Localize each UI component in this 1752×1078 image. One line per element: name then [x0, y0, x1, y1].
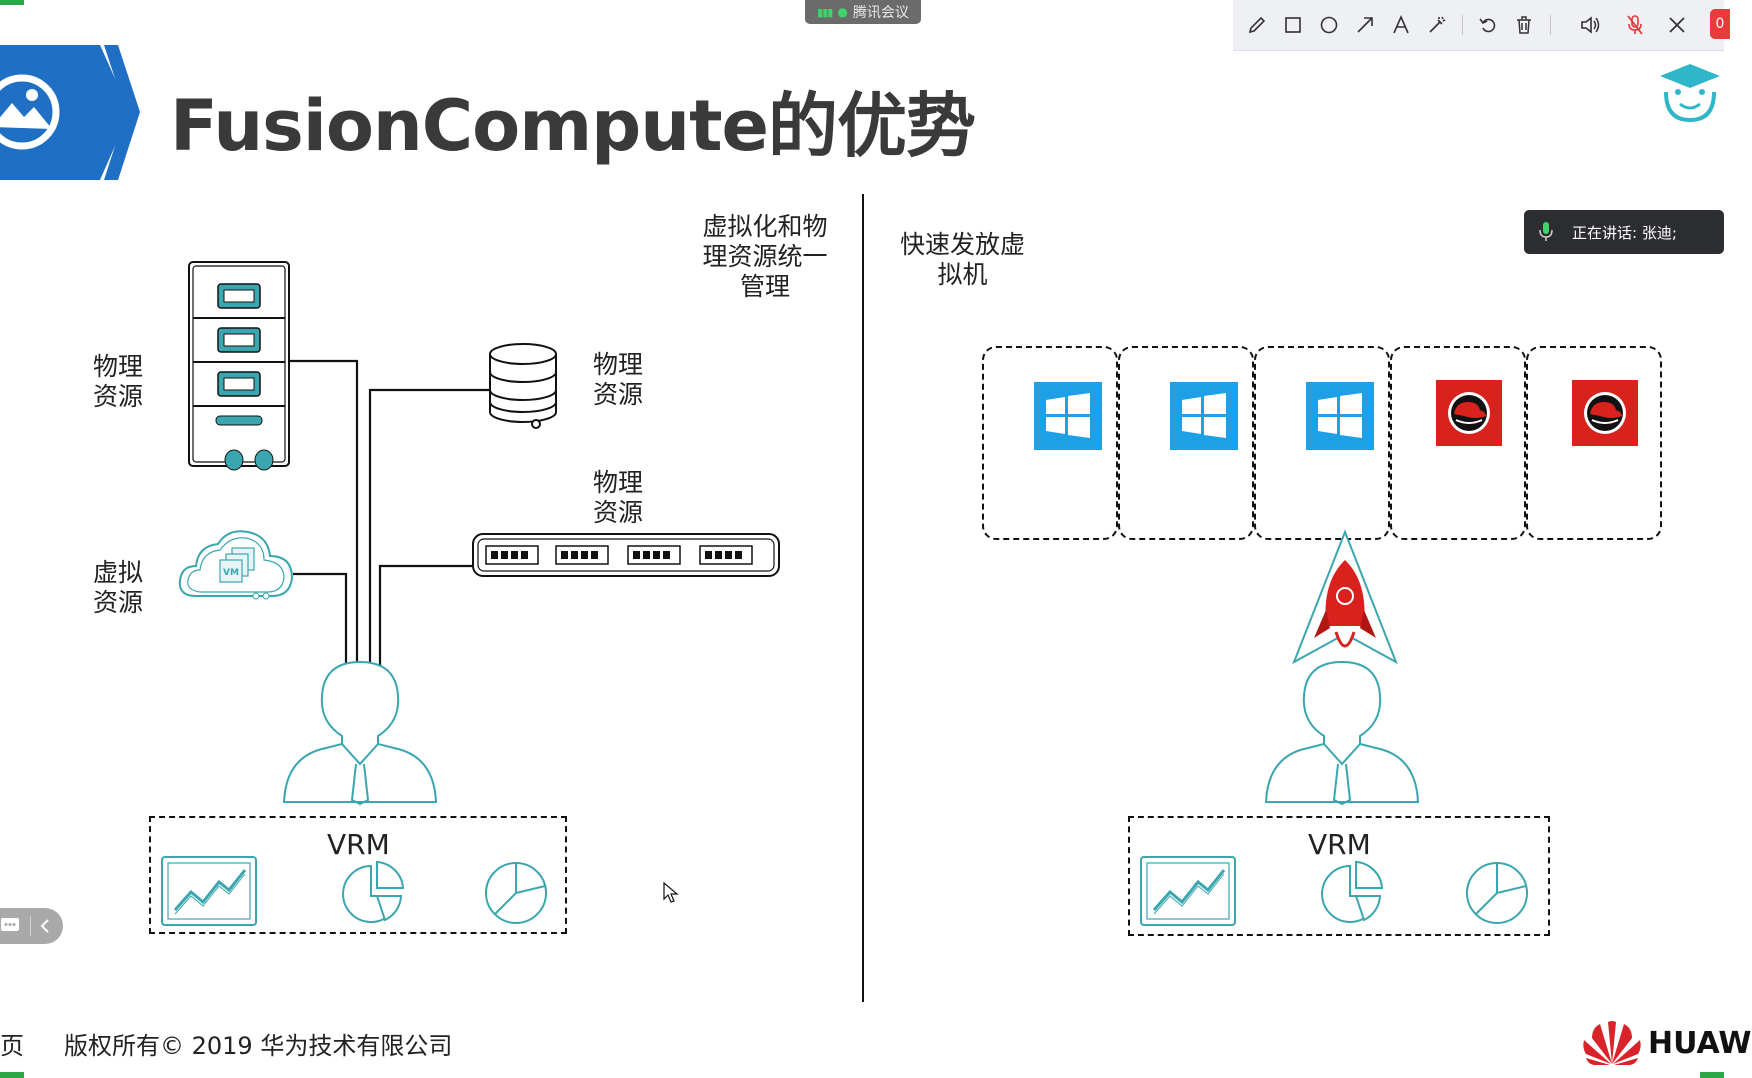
vrm-panel-left: VRM — [149, 816, 567, 934]
virtual-label: 虚拟 资源 — [88, 558, 148, 618]
bottom-accent — [0, 1072, 24, 1078]
right-heading: 快速发放虚 拟机 — [880, 230, 1045, 290]
chat-toggle-tab[interactable] — [0, 908, 63, 944]
chevron-left-icon — [40, 919, 49, 933]
rectangle-icon[interactable] — [1278, 10, 1308, 40]
right-heading-line-2: 拟机 — [937, 260, 988, 289]
annotation-toolbar: 0 — [1233, 0, 1730, 51]
text-icon[interactable] — [1386, 10, 1416, 40]
mascot-icon — [1656, 62, 1724, 124]
server-label-line-2: 资源 — [92, 382, 143, 411]
slide-title: FusionCompute的优势 — [170, 85, 976, 167]
line-chart-icon — [1140, 856, 1236, 926]
close-icon[interactable] — [1662, 10, 1692, 40]
arrow-icon[interactable] — [1350, 10, 1380, 40]
virtual-label-line-1: 虚拟 — [92, 558, 143, 587]
left-heading-line-3: 管理 — [739, 272, 790, 301]
huawei-logo: HUAW — [1582, 1018, 1752, 1068]
vm-box-redhat-2 — [1526, 346, 1662, 540]
vm-box-windows-2 — [1118, 346, 1254, 540]
pie-chart-icon — [342, 860, 405, 923]
record-badge-count: 0 — [1715, 16, 1725, 32]
rocket-icon — [1292, 529, 1398, 666]
windows-logo-icon — [1306, 382, 1374, 450]
vm-row — [982, 346, 1662, 540]
virtual-cloud-icon: VM — [176, 526, 296, 604]
right-heading-line-1: 快速发放虚 — [899, 230, 1025, 259]
title-banner-icon — [0, 45, 140, 180]
tab-separator — [30, 916, 31, 936]
meeting-badge-label: 腾讯会议 — [852, 5, 909, 21]
speaker-icon[interactable] — [1576, 10, 1606, 40]
mic-muted-icon[interactable] — [1620, 10, 1650, 40]
huawei-petal-icon — [1583, 1021, 1641, 1065]
bottom-accent-right — [1700, 1072, 1724, 1078]
windows-logo-icon — [1034, 382, 1102, 450]
admin-user-icon-right — [1264, 660, 1420, 806]
pie-chart-icon — [1321, 860, 1384, 923]
switch-label-line-2: 资源 — [592, 498, 643, 527]
vrm-label-left: VRM — [327, 828, 390, 861]
mouse-cursor-icon — [663, 881, 679, 903]
toolbar-separator-2 — [1550, 15, 1551, 35]
storage-label: 物理 资源 — [588, 350, 648, 410]
undo-icon[interactable] — [1473, 10, 1503, 40]
meeting-badge[interactable]: ▮▮▮ ● 腾讯会议 — [805, 0, 921, 24]
storage-label-line-1: 物理 — [592, 350, 643, 379]
vm-box-windows-3 — [1254, 346, 1390, 540]
left-heading-line-1: 虚拟化和物 — [702, 212, 828, 241]
redhat-logo-icon — [1436, 380, 1502, 446]
huawei-brand-text: HUAW — [1648, 1026, 1752, 1061]
left-heading-line-2: 理资源统一 — [702, 242, 828, 271]
mic-active-icon — [1539, 222, 1553, 241]
switch-label: 物理 资源 — [588, 468, 648, 528]
left-heading: 虚拟化和物 理资源统一 管理 — [680, 212, 850, 302]
signal-icon: ▮▮▮ — [817, 5, 833, 19]
pie-chart-icon-2 — [1466, 862, 1528, 924]
server-label-line-1: 物理 — [92, 352, 143, 381]
speaking-indicator: 正在讲话: 张迪; — [1524, 210, 1724, 254]
vrm-label-right: VRM — [1308, 828, 1371, 861]
vm-box-redhat-1 — [1390, 346, 1526, 540]
windows-logo-icon — [1170, 382, 1238, 450]
line-chart-icon — [161, 856, 257, 926]
toolbar-separator — [1462, 15, 1463, 35]
delete-icon[interactable] — [1509, 10, 1539, 40]
storage-label-line-2: 资源 — [592, 380, 643, 409]
top-accent — [0, 0, 24, 5]
vrm-panel-right: VRM — [1128, 816, 1550, 936]
server-label: 物理 资源 — [88, 352, 148, 412]
pie-chart-icon-2 — [485, 862, 547, 924]
network-switch-icon — [472, 533, 780, 577]
switch-label-line-1: 物理 — [592, 468, 643, 497]
pen-icon[interactable] — [1242, 10, 1272, 40]
page-mark: 页 — [0, 1032, 24, 1060]
admin-user-icon-left — [282, 660, 438, 806]
storage-database-icon — [488, 340, 558, 430]
server-rack-icon — [186, 260, 292, 471]
center-divider — [862, 194, 864, 1002]
speaking-text: 正在讲话: 张迪; — [1572, 223, 1677, 242]
redhat-logo-icon — [1572, 380, 1638, 446]
vm-icon-text: VM — [223, 568, 239, 578]
shield-icon: ● — [837, 5, 848, 19]
magic-wand-icon[interactable] — [1422, 10, 1452, 40]
copyright-footer: 版权所有© 2019 华为技术有限公司 — [64, 1032, 453, 1060]
circle-icon[interactable] — [1314, 10, 1344, 40]
record-badge[interactable]: 0 — [1710, 9, 1730, 39]
chat-icon — [1, 918, 19, 931]
vm-box-windows-1 — [982, 346, 1118, 540]
virtual-label-line-2: 资源 — [92, 588, 143, 617]
